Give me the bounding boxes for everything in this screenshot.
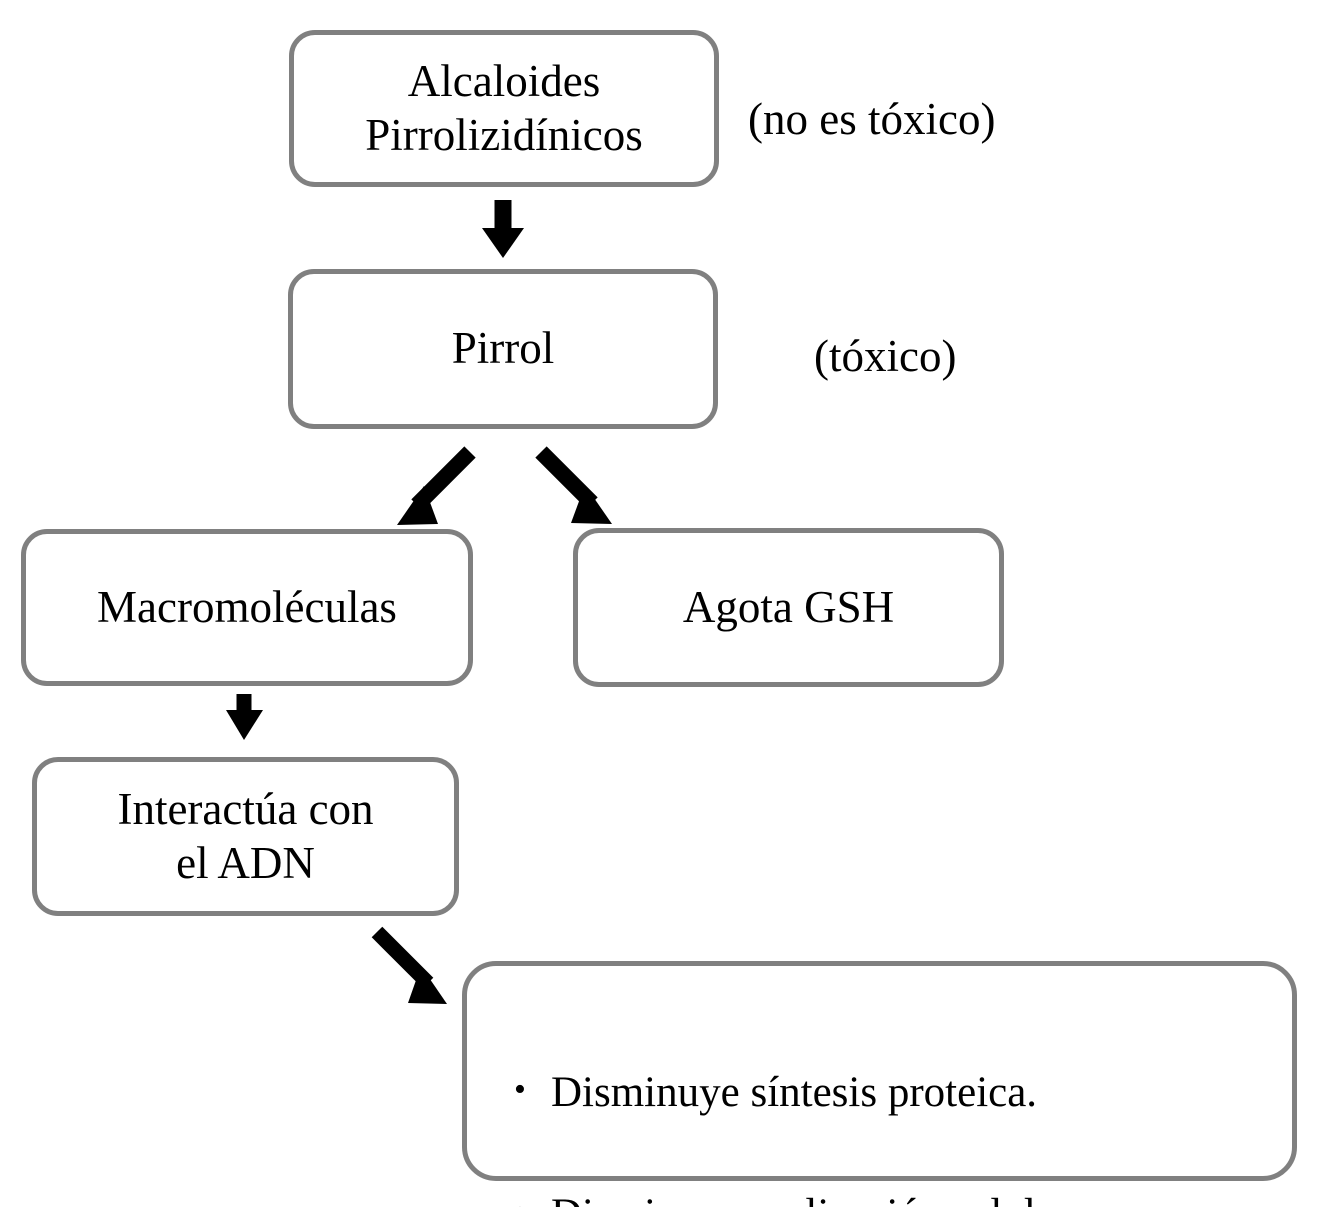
annotation-no-es-toxico: (no es tóxico) — [748, 94, 996, 144]
effects-bullet-list: • Disminuye síntesis proteica. • Disminu… — [467, 985, 1292, 1207]
bullet-icon: • — [514, 1070, 526, 1108]
arrow-pirrol-to-macromoleculas — [397, 446, 476, 525]
annotation-toxico: (tóxico) — [814, 331, 957, 381]
list-item: • Disminuye replicación celular. — [489, 1184, 1292, 1207]
node-agota-gsh: Agota GSH — [573, 528, 1004, 687]
arrow-pirrol-to-agota-gsh — [535, 446, 612, 524]
node-pirrol: Pirrol — [288, 269, 718, 429]
arrow-alcaloides-to-pirrol — [482, 200, 524, 258]
node-label: Agota GSH — [682, 581, 895, 632]
node-interactua-con-el-adn: Interactúa con el ADN — [32, 757, 459, 916]
node-alcaloides-pirrolizidinicos: Alcaloides Pirrolizidínicos — [289, 30, 719, 187]
arrow-adn-to-effects — [371, 926, 447, 1004]
bullet-icon: • — [489, 1195, 551, 1207]
list-item: • Disminuye síntesis proteica. — [489, 1062, 1292, 1123]
node-label: Alcaloides Pirrolizidínicos — [365, 56, 643, 160]
list-item-label: Disminuye síntesis proteica. — [551, 1068, 1038, 1116]
node-macromoleculas: Macromoléculas — [21, 529, 473, 686]
arrow-macromoleculas-to-adn — [226, 694, 263, 740]
node-label: Pirrol — [451, 323, 555, 374]
list-item-label: Disminuye replicación celular. — [551, 1184, 1078, 1207]
node-label: Macromoléculas — [97, 581, 397, 632]
node-efectos-list: • Disminuye síntesis proteica. • Disminu… — [462, 961, 1297, 1207]
node-label: Interactúa con el ADN — [117, 784, 374, 888]
